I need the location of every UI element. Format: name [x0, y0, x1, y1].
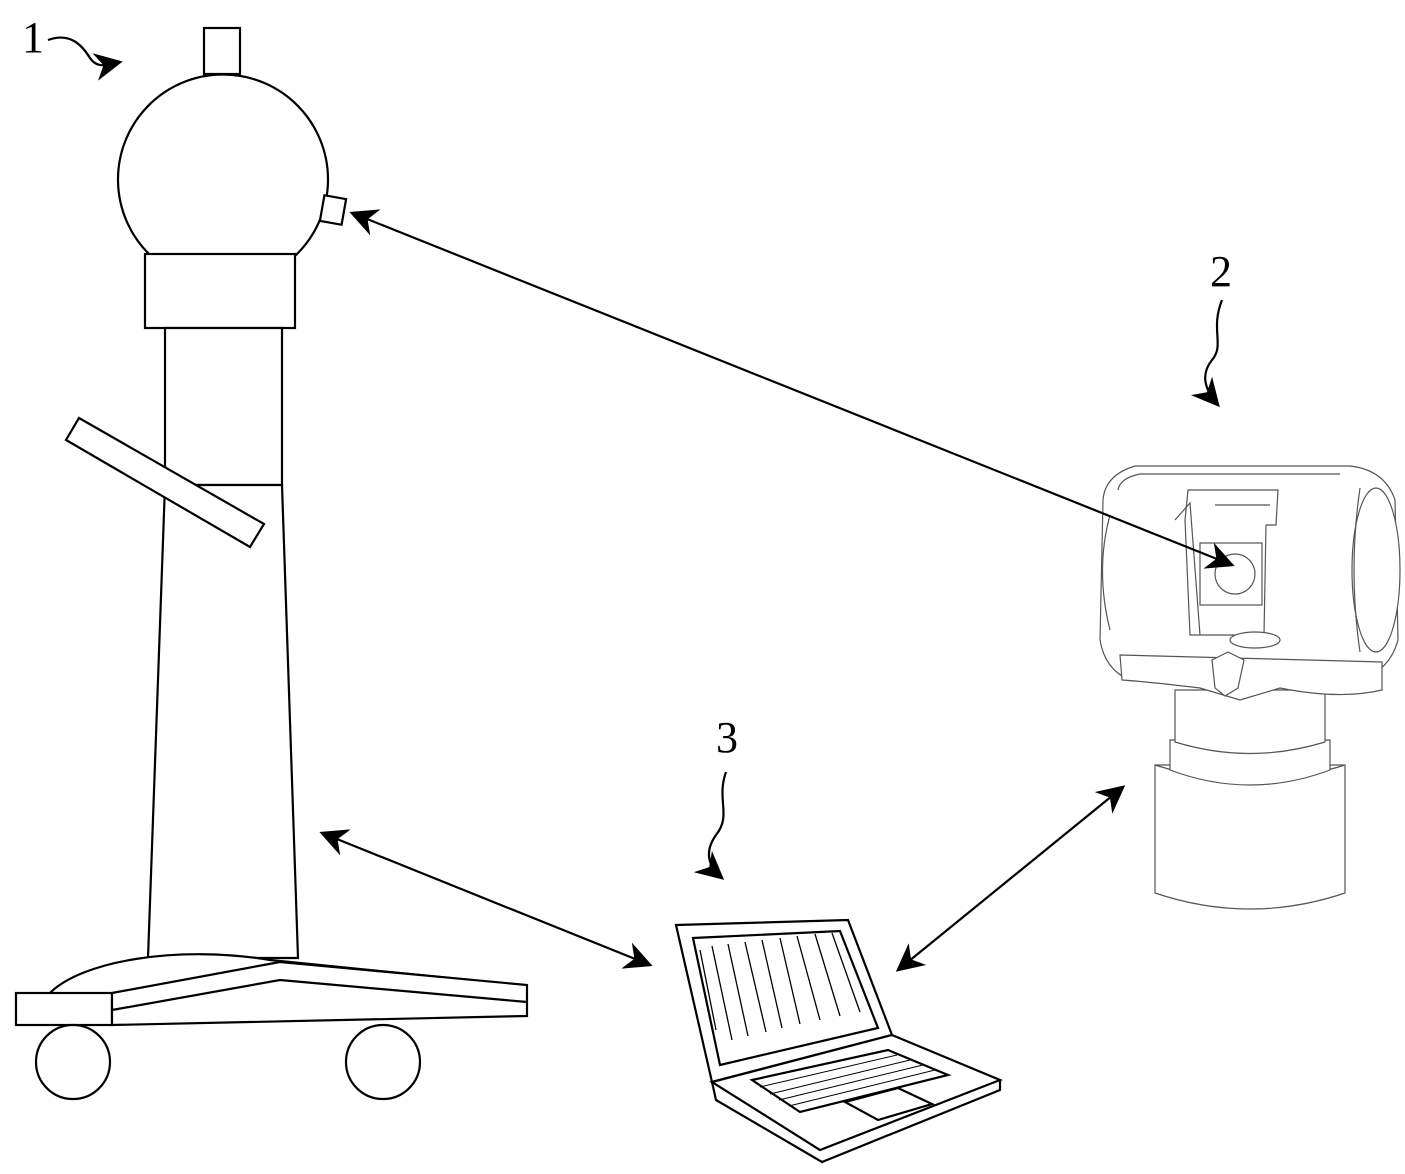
stand-handle — [64, 416, 266, 549]
tracker-right-cap-inner — [1353, 487, 1361, 653]
laptop-screen — [691, 929, 880, 1067]
leader-device-1 — [47, 36, 123, 81]
stand-top-nozzle — [202, 26, 242, 76]
laptop-touchpad — [842, 1086, 936, 1122]
stand-base-front — [14, 991, 114, 1027]
stand-column-lower — [146, 483, 300, 960]
tracker-front-knob — [1211, 651, 1245, 697]
laptop-screen-glare — [699, 932, 861, 1041]
stand-base-bevel — [111, 978, 528, 1012]
stand-wheel-left — [34, 1023, 112, 1101]
arrow-stand-laptop — [319, 829, 653, 969]
stand-collar — [143, 252, 297, 330]
tracker-right-cap — [1351, 487, 1401, 653]
tracker-lower-port — [1229, 631, 1281, 649]
tracker-base — [1154, 764, 1346, 910]
tracker-neck-ring — [1169, 739, 1331, 786]
measuring-stand — [14, 26, 529, 1101]
laptop-keyboard-rows — [759, 1054, 936, 1107]
label-device-1: 1 — [22, 13, 44, 62]
arrow-tracker-laptop — [895, 785, 1126, 972]
laptop-keyboard — [749, 1048, 952, 1114]
stand-column-upper — [163, 326, 284, 487]
stand-side-sensor — [318, 194, 348, 226]
stand-sphere-head — [116, 73, 330, 257]
stand-wheel-right — [344, 1023, 422, 1101]
laser-tracker — [1099, 465, 1401, 910]
leader-device-3 — [693, 771, 728, 880]
tracker-ledge — [1119, 654, 1383, 701]
laptop — [674, 918, 1003, 1164]
label-device-2: 2 — [1210, 247, 1232, 296]
leader-device-2 — [1190, 299, 1224, 408]
stand-base-plate — [110, 960, 529, 1027]
laptop-base-edge — [710, 1080, 1002, 1164]
label-device-3: 3 — [716, 713, 738, 762]
arrow-stand-tracker — [349, 209, 1235, 569]
tracker-neck — [1174, 689, 1326, 755]
